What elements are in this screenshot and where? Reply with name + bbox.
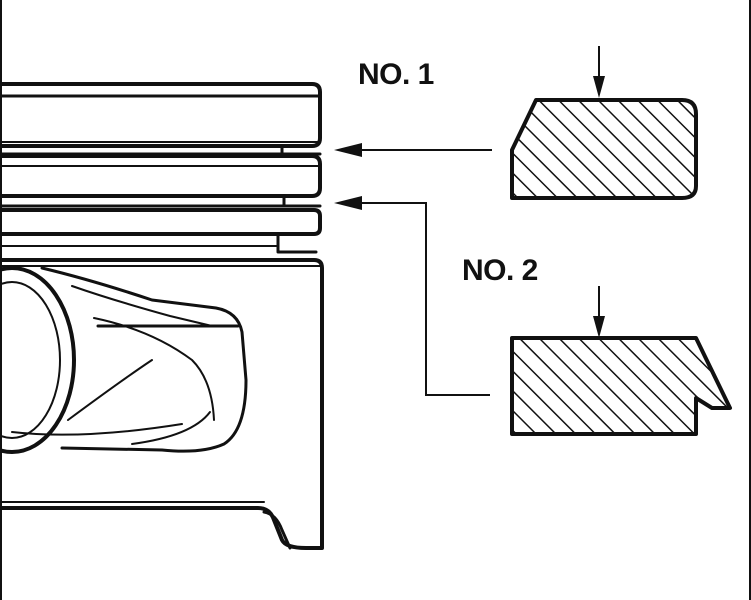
ring2-label: NO. 2 (462, 254, 538, 287)
ring1-leader-arrowhead (334, 143, 362, 157)
ring2-down-arrowhead (593, 316, 605, 338)
ring2-leader-line (348, 202, 490, 396)
piston-second-land (2, 154, 322, 198)
oil-ring-groove (276, 232, 318, 254)
piston-skirt (2, 258, 324, 550)
ring-sections (510, 98, 732, 436)
ring1-down-arrowhead (593, 76, 605, 98)
piston-top-land (2, 82, 322, 148)
ring1-label: NO. 1 (358, 58, 434, 91)
piston-third-land (2, 208, 322, 236)
ring1-cross-section (510, 98, 698, 200)
piston-pin-boss (2, 266, 248, 454)
ring2-cross-section (510, 336, 732, 436)
leader-arrows (334, 46, 605, 396)
piston (2, 82, 324, 550)
ring2-leader-arrowhead (334, 196, 362, 210)
